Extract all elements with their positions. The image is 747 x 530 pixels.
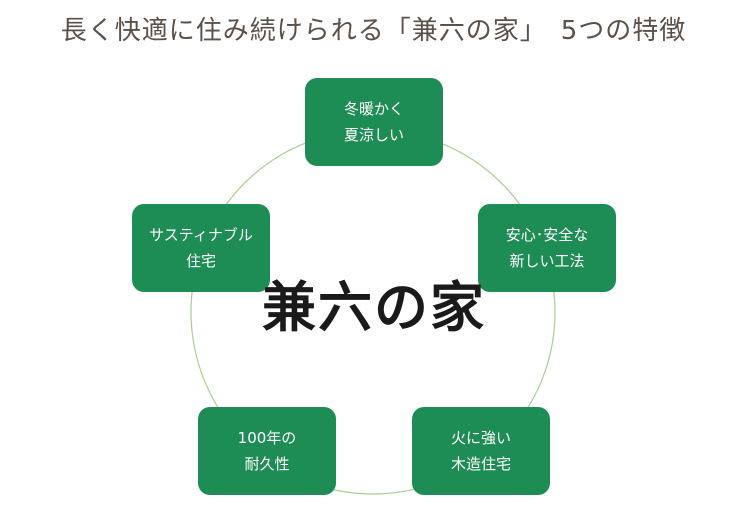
- page-title: 長く快適に住み続けられる「兼六の家」 5つの特徴: [60, 16, 687, 46]
- feature-box-warm-cool: 冬暖かく 夏涼しい: [305, 78, 443, 166]
- feature-box-durability: 100年の 耐久性: [198, 407, 336, 495]
- feature-label-line1: サスティナブル: [149, 226, 253, 244]
- brand-logo: 兼六の家: [262, 274, 486, 339]
- feature-label-line1: 火に強い: [450, 429, 511, 447]
- feature-box-fire-resistant: 火に強い 木造住宅: [412, 407, 550, 495]
- feature-label-line2: 住宅: [185, 252, 216, 270]
- feature-label-line2: 夏涼しい: [343, 126, 404, 144]
- feature-box-sustainable: サスティナブル 住宅: [132, 204, 270, 292]
- feature-box-construction-method: 安心･安全な 新しい工法: [478, 204, 616, 292]
- feature-label-line1: 安心･安全な: [505, 226, 589, 244]
- feature-label-line2: 新しい工法: [509, 252, 585, 270]
- feature-label-line2: 木造住宅: [450, 455, 511, 473]
- feature-label-line1: 冬暖かく: [343, 100, 404, 118]
- feature-label-line2: 耐久性: [244, 455, 290, 473]
- feature-label-line1: 100年の: [237, 429, 297, 447]
